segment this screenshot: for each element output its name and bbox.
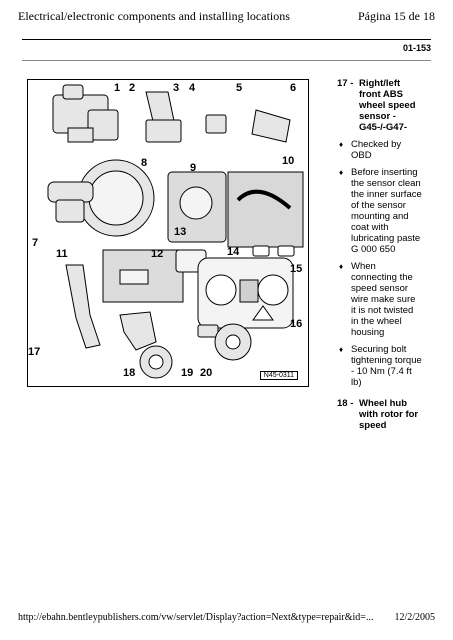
item-title: Right/left front ABS wheel speed sensor …: [359, 78, 416, 133]
section-number: 01-153: [402, 43, 431, 53]
figure-label-14: 14: [227, 246, 240, 258]
figure-label-8: 8: [141, 157, 148, 169]
footer-url[interactable]: http://ebahn.bentleypublishers.com/vw/se…: [18, 612, 374, 623]
figure-id: N45-0311: [259, 371, 298, 380]
figure-label-16: 16: [290, 318, 303, 330]
section-rule: [22, 60, 431, 61]
bullet-item: ♦ Before inserting the sensor clean the …: [337, 167, 422, 255]
bullet-item: ♦ Securing bolt tightening torque - 10 N…: [337, 344, 422, 388]
bullet-text: When connecting the speed sensor wire ma…: [351, 261, 416, 338]
legend-item: 17 - Right/left front ABS wheel speed se…: [337, 78, 422, 133]
item-number: 18 -: [337, 398, 354, 409]
figure-label-1: 1: [114, 82, 121, 94]
figure-label-3: 3: [173, 82, 180, 94]
component-illustration: 1 2 3 4 5 6 7 8 9 10 11 12 13 14 15 16 1…: [27, 79, 309, 387]
item-number: 17 -: [337, 78, 354, 89]
figure-label-19: 19: [181, 367, 194, 379]
bullet-text: Securing bolt tightening torque - 10 Nm …: [351, 344, 422, 388]
page-number: Página 15 de 18: [358, 9, 435, 23]
bullet-text: Checked by OBD: [351, 139, 402, 161]
diamond-bullet-icon: ♦: [339, 262, 344, 271]
figure-label-7: 7: [32, 237, 39, 249]
figure-label-13: 13: [174, 226, 187, 238]
footer-date: 12/2/2005: [394, 612, 435, 623]
bullet-item: ♦ When connecting the speed sensor wire …: [337, 261, 422, 338]
diamond-bullet-icon: ♦: [339, 168, 344, 177]
item-title: Wheel hub with rotor for speed: [359, 398, 419, 431]
figure-label-9: 9: [190, 162, 197, 174]
figure-label-17: 17: [28, 346, 41, 358]
diamond-bullet-icon: ♦: [339, 140, 344, 149]
legend-column: 17 - Right/left front ABS wheel speed se…: [337, 78, 422, 431]
figure-label-11: 11: [56, 248, 68, 260]
bullet-text: Before inserting the sensor clean the in…: [351, 167, 422, 255]
figure-label-10: 10: [282, 155, 295, 167]
figure-label-18: 18: [123, 367, 136, 379]
figure-label-20: 20: [200, 367, 213, 379]
figure-label-15: 15: [290, 263, 303, 275]
component-drawings: [47, 84, 304, 379]
bullet-item: ♦ Checked by OBD: [337, 139, 422, 161]
legend-item: 18 - Wheel hub with rotor for speed: [337, 398, 422, 431]
figure-label-12: 12: [151, 248, 164, 260]
figure-label-4: 4: [189, 82, 196, 94]
figure-label-5: 5: [236, 82, 243, 94]
diamond-bullet-icon: ♦: [339, 345, 344, 354]
figure-label-6: 6: [290, 82, 297, 94]
figure-label-2: 2: [129, 82, 136, 94]
header-title: Electrical/electronic components and ins…: [18, 9, 290, 23]
header-rule: [22, 39, 431, 40]
